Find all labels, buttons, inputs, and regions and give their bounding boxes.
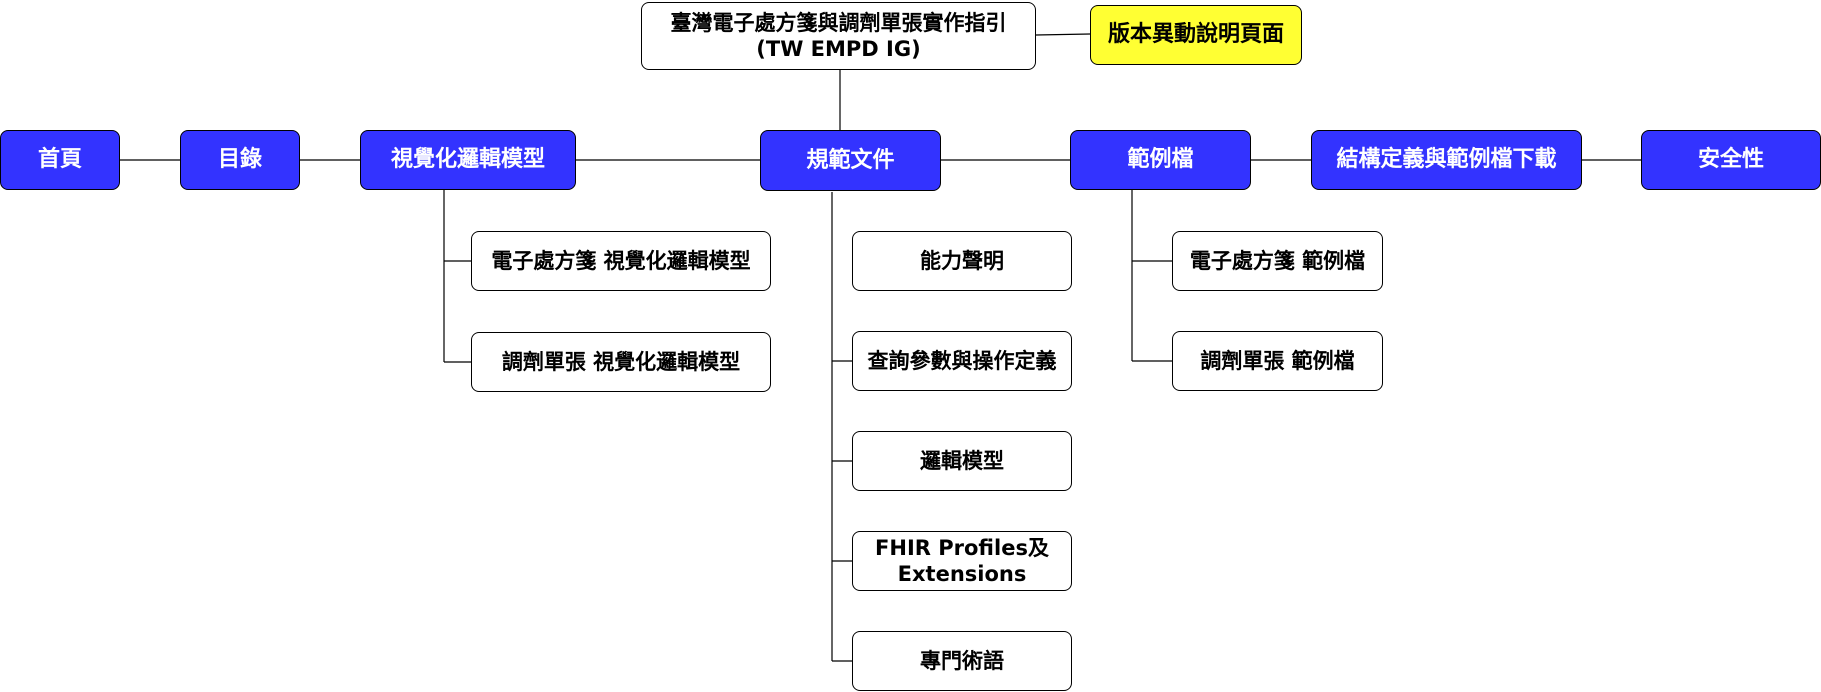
examples-dispense[interactable]: 調劑單張 範例檔 [1172,331,1383,391]
spec-terminology-label: 專門術語 [920,648,1004,673]
nav-toc-label: 目錄 [217,147,262,173]
nav-toc[interactable]: 目錄 [180,130,300,190]
examples-prescription-label: 電子處方箋 範例檔 [1189,248,1366,273]
nav-examples[interactable]: 範例檔 [1070,130,1251,190]
spec-profiles-line2: Extensions [897,562,1027,586]
nav-downloads-label: 結構定義與範例檔下載 [1336,147,1557,173]
examples-dispense-label: 調劑單張 範例檔 [1200,348,1355,373]
spec-capability-label: 能力聲明 [920,248,1004,273]
nav-examples-label: 範例檔 [1127,147,1194,173]
root-title: 臺灣電子處方箋與調劑單張實作指引 [670,10,1007,35]
spec-profiles[interactable]: FHIR Profiles及 Extensions [852,531,1072,591]
nav-logical-model-label: 視覺化邏輯模型 [390,147,545,173]
nav-downloads[interactable]: 結構定義與範例檔下載 [1311,130,1582,190]
changelog-label: 版本異動說明頁面 [1107,22,1284,48]
root-node[interactable]: 臺灣電子處方箋與調劑單張實作指引 (TW EMPD IG) [641,2,1036,70]
root-subtitle: (TW EMPD IG) [756,37,921,61]
nav-spec-docs[interactable]: 規範文件 [760,130,941,191]
changelog-node[interactable]: 版本異動說明頁面 [1090,5,1302,65]
spec-profiles-line1: FHIR Profiles及 [875,535,1049,560]
logical-model-prescription[interactable]: 電子處方箋 視覺化邏輯模型 [471,231,771,291]
spec-capability[interactable]: 能力聲明 [852,231,1072,291]
spec-logic-model[interactable]: 邏輯模型 [852,431,1072,491]
spec-terminology[interactable]: 專門術語 [852,631,1072,691]
nav-home-label: 首頁 [37,147,82,173]
spec-search-params[interactable]: 查詢參數與操作定義 [852,331,1072,391]
examples-prescription[interactable]: 電子處方箋 範例檔 [1172,231,1383,291]
nav-security-label: 安全性 [1697,147,1764,173]
nav-logical-model[interactable]: 視覺化邏輯模型 [360,130,576,190]
nav-security[interactable]: 安全性 [1641,130,1821,190]
logical-model-dispense[interactable]: 調劑單張 視覺化邏輯模型 [471,332,771,392]
spec-search-params-label: 查詢參數與操作定義 [867,348,1057,373]
logical-model-dispense-label: 調劑單張 視覺化邏輯模型 [501,349,741,374]
nav-spec-docs-label: 規範文件 [806,147,895,173]
spec-logic-model-label: 邏輯模型 [920,448,1004,473]
logical-model-prescription-label: 電子處方箋 視覺化邏輯模型 [491,248,751,273]
nav-home[interactable]: 首頁 [0,130,120,190]
